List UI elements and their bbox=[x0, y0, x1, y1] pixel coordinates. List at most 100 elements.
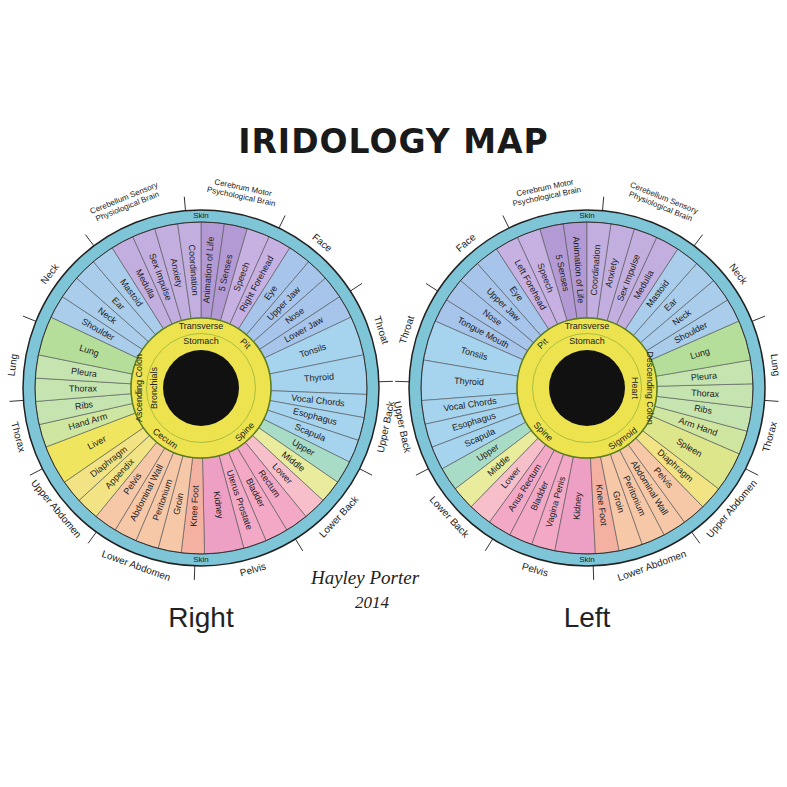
iris-zone-label: Speech bbox=[232, 261, 251, 293]
iris-zone bbox=[555, 457, 596, 554]
iris-zone-label: Upper Jaw bbox=[265, 285, 302, 322]
iris-zone-label: Peritonium bbox=[151, 478, 174, 522]
iris-zone-label: Abdominal Wall bbox=[129, 463, 165, 522]
region-tick bbox=[746, 469, 758, 475]
eye-side-label: Left bbox=[564, 602, 611, 634]
body-region-label: Pelvis bbox=[521, 561, 549, 578]
iris-zone-label: Anxiety bbox=[169, 257, 184, 288]
body-region-label: Face bbox=[311, 232, 334, 254]
region-tick bbox=[295, 539, 302, 551]
iris-zone-label: Shoulder bbox=[673, 320, 709, 345]
iris-zone-label: Animation of Life bbox=[572, 237, 586, 305]
iris-zone-label: Sex Impulse bbox=[616, 253, 642, 303]
iris-zone-label: Thorax bbox=[691, 388, 719, 398]
skin-label: Skin bbox=[193, 556, 209, 564]
iris-zone-label: Coordination bbox=[186, 245, 199, 297]
iris-zone-label: Lung bbox=[78, 343, 100, 358]
iris-zone-label: Upper bbox=[476, 442, 501, 463]
body-region-label: Lower Back bbox=[427, 494, 470, 539]
pupil bbox=[549, 350, 625, 426]
iris-zone-label: Sex Impulse bbox=[147, 252, 173, 302]
iris-zone-label: Lower bbox=[500, 466, 523, 491]
digestive-ring-label: Stomach bbox=[569, 337, 605, 346]
iris-zone-label: Thorax bbox=[69, 385, 97, 394]
iris-zone-label: Eye bbox=[507, 285, 524, 303]
iris-zone-label: Pelvis bbox=[652, 466, 674, 490]
brain-region-label: Cerebellum Sensory Physiological Brain bbox=[89, 181, 164, 225]
region-tick bbox=[692, 532, 700, 543]
iris-zone-label: Bladder bbox=[244, 477, 266, 509]
pupil bbox=[163, 350, 239, 426]
iris-zone-label: Shoulder bbox=[80, 317, 116, 342]
iris-outline bbox=[409, 210, 765, 566]
body-region-label: Neck bbox=[39, 262, 61, 286]
iris-zone-label: Appendix bbox=[104, 457, 136, 490]
iris-zone-label: Uterus Prostate bbox=[225, 469, 254, 531]
region-tick bbox=[85, 235, 93, 246]
brain-region-label: Cerebellum Sensory Physiological Brain bbox=[624, 181, 699, 225]
body-region-label: Throat bbox=[372, 314, 390, 345]
iris-zone-label: Ear bbox=[663, 297, 679, 313]
region-tick bbox=[752, 316, 765, 321]
body-region-label: Thorax bbox=[10, 421, 28, 454]
iris-zone-label: Scapula bbox=[293, 423, 327, 444]
iris-zone-label: Lower bbox=[270, 462, 293, 486]
iris-zone-label: Spleen bbox=[674, 437, 703, 459]
iris-zone-label: Esophagus bbox=[292, 407, 338, 427]
iris-zone-label: Animation of Life bbox=[202, 237, 216, 305]
region-tick bbox=[9, 400, 23, 402]
iris-zone-label: Rectum bbox=[256, 469, 281, 500]
iris-zone-label: Medulla bbox=[633, 269, 656, 301]
body-region-label: Face bbox=[454, 232, 477, 254]
iris-zone-label: Nose bbox=[284, 306, 306, 326]
iris-zone-label: Knee Foot bbox=[190, 485, 201, 527]
iris-zone-label: Upper Jaw bbox=[484, 287, 521, 324]
signature: Hayley Porter bbox=[311, 568, 419, 587]
iris-zone bbox=[587, 222, 611, 319]
iris-zone-label: Upper bbox=[290, 438, 316, 458]
body-region-label: Thorax bbox=[761, 421, 779, 454]
rim-line bbox=[421, 222, 753, 554]
region-tick bbox=[503, 215, 509, 228]
iris-zone-label: Vocal Chords bbox=[291, 393, 345, 408]
region-tick bbox=[23, 316, 36, 321]
skin-label: Skin bbox=[193, 212, 209, 220]
digestive-ring-label: Stomach bbox=[183, 337, 219, 346]
body-region-label: Upper Back bbox=[392, 401, 413, 454]
iris-zone-label: Anxiety bbox=[605, 257, 620, 288]
digestive-ring bbox=[517, 318, 657, 458]
iris-drawing bbox=[409, 210, 765, 566]
ring-divider bbox=[147, 334, 256, 443]
region-tick bbox=[765, 400, 779, 402]
iris-zone-label: Knee Foot bbox=[594, 484, 608, 526]
body-region-label: Lower Back bbox=[318, 494, 361, 539]
brain-region-label: Cerebrum Motor Psychological Brain bbox=[204, 177, 280, 210]
iris-zone-label: Neck bbox=[671, 309, 693, 328]
body-region-label: Pelvis bbox=[239, 561, 267, 578]
body-region-label: Upper Back bbox=[376, 401, 397, 454]
skin-label: Skin bbox=[579, 212, 595, 220]
brain-region-label: Cerebrum Motor Psychological Brain bbox=[508, 177, 584, 210]
region-tick bbox=[603, 197, 604, 211]
iris-zone-label: Middle bbox=[486, 454, 512, 478]
iris-zone-label: Anus Rectum bbox=[507, 463, 543, 514]
region-tick bbox=[184, 197, 185, 211]
region-tick bbox=[593, 566, 594, 580]
iris-zone-label: Tonsils bbox=[298, 342, 327, 359]
body-region-label: Lung bbox=[7, 353, 20, 376]
region-tick bbox=[350, 283, 362, 291]
iris-zone-label: Lower Jaw bbox=[283, 316, 325, 345]
iris-zone-label: Tonsils bbox=[460, 346, 489, 363]
iris-zone-label: Thyroid bbox=[454, 377, 484, 387]
iris-zone-label: Coordination bbox=[589, 245, 602, 297]
iris-zone-label: Scapula bbox=[463, 427, 496, 449]
digestive-ring-label: Transverse bbox=[565, 322, 610, 331]
rim-line bbox=[35, 222, 367, 554]
title: IRIDOLOGY MAP bbox=[0, 122, 787, 161]
iris-wheel: Left bbox=[409, 210, 765, 566]
iris-zone-label: Diaphragm bbox=[656, 448, 695, 484]
digestive-ring-label: Pit bbox=[536, 337, 550, 351]
iris-zone-label: Groin bbox=[172, 492, 185, 515]
iris-zone-label: Speech bbox=[536, 262, 555, 294]
